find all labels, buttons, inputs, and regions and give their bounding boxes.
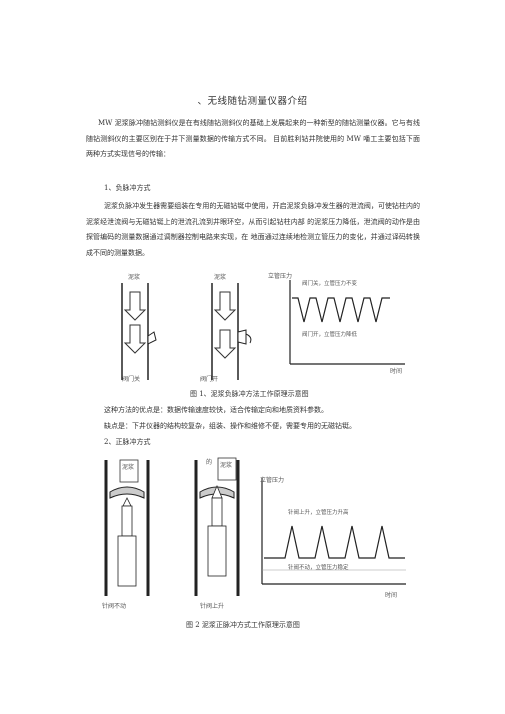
fig1-label-valve-open: 阀门开	[200, 375, 218, 383]
intro-paragraph: MW 泥浆脉冲随钻测斜仪是在有线随钻测斜仪的基础上发展起来的一种新型的随钻测量仪…	[86, 119, 420, 158]
negative-pulse-paragraph: 泥浆负脉冲发生器需要组装在专用的无磁钻铤中使用，开启泥浆负脉冲发生器的泄流阀，可…	[86, 202, 420, 257]
fig1-label-mud-left: 泥浆	[128, 273, 140, 281]
figure1-caption: 图 1、泥浆负脉冲方法工作原理示意图	[190, 390, 309, 398]
fig1-note-bottom: 阀门开，立管压力降低	[302, 330, 358, 338]
advantages-text: 这种方法的优点是：数据传输速度较快，适合传输定向和地质资料参数。	[104, 406, 328, 414]
fig1-chart-xlabel: 时间	[390, 367, 402, 375]
fig2-chart-xlabel: 时间	[385, 591, 397, 599]
fig2-chart-ylabel: 立管压力	[260, 476, 284, 484]
fig2-label-needle-up: 针阀上升	[200, 602, 224, 610]
section-heading-positive-pulse: 2、正脉冲方式	[104, 438, 151, 446]
fig2-label-mud-right: 泥浆	[220, 461, 232, 469]
figure2-caption: 图 2 泥浆正脉冲方式工作原理示意图	[186, 621, 300, 629]
fig2-note-bottom: 针阀不动，立管压力稳定	[288, 563, 349, 571]
fig1-label-mud-right: 泥浆	[214, 273, 226, 281]
fig2-label-mud-left: 泥浆	[122, 463, 134, 471]
fig1-label-valve-closed: 阀门关	[122, 375, 140, 383]
fig2-label-needle-still: 针阀不动	[102, 602, 126, 610]
figure2-diagram: 泥浆 泥浆 的 立管压力 针阀上升，立管压力升高 针阀不动，立管压力稳定 时间 …	[102, 457, 406, 610]
fig1-note-top: 阀门关，立管压力不变	[302, 279, 358, 287]
section-heading-negative-pulse: 1、负脉冲方式	[104, 184, 151, 192]
figure1-diagram: 立管压力 阀门关，立管压力不变 阀门开，立管压力降低 时间 泥浆 泥浆 阀门关 …	[121, 272, 405, 383]
disadvantages-text: 缺点是：下井仪器的结构较复杂，组装、操作和维修不便，需要专用的无磁钻铤。	[104, 422, 356, 430]
fig1-chart-ylabel: 立管压力	[268, 272, 292, 280]
fig2-label-side-char: 的	[206, 458, 212, 466]
fig2-note-top: 针阀上升，立管压力升高	[288, 508, 349, 516]
page-title: 、无线随钻测量仪器介绍	[197, 96, 308, 107]
